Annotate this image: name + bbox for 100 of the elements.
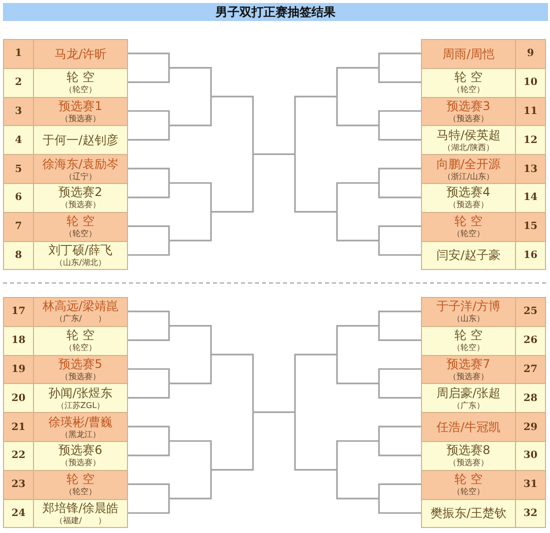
player-names: 预选赛1 — [58, 98, 102, 113]
player-names: 预选赛5 — [58, 356, 102, 371]
bracket-line — [378, 168, 421, 183]
bracket-line — [169, 96, 212, 126]
draw-entry — [3, 498, 128, 528]
bracket-line — [378, 125, 421, 141]
team-affiliation: （浙江/山东） — [443, 170, 494, 182]
team-affiliation: （轮空） — [452, 228, 484, 240]
bracket-line — [336, 470, 379, 500]
player-names: 马特/侯英超 — [436, 128, 501, 142]
team-affiliation: （广东） — [452, 400, 484, 411]
draw-entry — [421, 470, 546, 500]
team-affiliation: （山东） — [452, 313, 484, 324]
player-names: 预选赛8 — [446, 443, 490, 458]
team-affiliation: （轮空） — [452, 486, 484, 498]
bracket-line — [378, 240, 421, 256]
draw-entry — [421, 240, 546, 270]
player-names: 周雨/周恺 — [442, 46, 495, 61]
team-affiliation: （预选赛） — [60, 199, 100, 210]
draw-entry — [3, 354, 128, 384]
draw-entry — [421, 412, 546, 442]
player-names: 徐瑛彬/曹巍 — [48, 414, 113, 429]
seed-number: 24 — [4, 500, 34, 528]
bracket-line — [253, 153, 274, 155]
bracket-line — [294, 154, 337, 213]
bracket-line — [378, 441, 421, 456]
draw-entry — [421, 39, 546, 69]
draw-entry — [3, 154, 128, 184]
bracket-line — [128, 183, 170, 198]
bracket-line — [128, 326, 170, 341]
player-names: 孙闻/张煜东 — [48, 386, 113, 400]
draw-entry — [3, 326, 128, 356]
draw-entry — [421, 441, 546, 471]
bracket-line — [378, 483, 421, 499]
bracket-line — [378, 310, 421, 326]
bracket-line — [211, 412, 254, 471]
player-names: 周启豪/张超 — [436, 386, 501, 400]
player-names: 轮 空 — [454, 70, 482, 84]
bracket-line — [169, 67, 212, 97]
player-names: 樊振东/王楚钦 — [430, 506, 507, 520]
team-affiliation: （预选赛） — [448, 370, 488, 382]
draw-entry — [421, 498, 546, 528]
player-names: 于子洋/方博 — [436, 299, 501, 314]
team-affiliation: （湖北/陕西） — [443, 142, 494, 153]
bracket-line — [378, 110, 421, 126]
seed-number: 32 — [515, 500, 545, 528]
bracket-line — [294, 354, 337, 412]
draw-entry — [3, 383, 128, 414]
bracket-line — [211, 154, 254, 213]
bracket-line — [128, 498, 170, 514]
bracket-line — [336, 67, 379, 97]
bracket-line — [128, 483, 170, 499]
draw-entry — [421, 125, 546, 156]
draw-entry — [421, 96, 546, 126]
draw-entry — [3, 39, 128, 69]
player-names: 马龙/许昕 — [54, 46, 107, 61]
team-affiliation: （辽宁） — [64, 170, 96, 182]
player-names: 轮 空 — [66, 70, 94, 84]
draw-entry — [421, 297, 546, 327]
bracket-line — [128, 426, 170, 441]
player-names: 轮 空 — [66, 472, 94, 486]
seed-number: 8 — [4, 242, 34, 270]
team-affiliation: （江苏ZGL） — [56, 400, 105, 411]
bracket-line — [253, 411, 274, 413]
bracket-line — [128, 68, 170, 83]
player-names: 于何一/赵钊彦 — [42, 133, 119, 148]
draw-entry — [3, 96, 128, 126]
team-affiliation: （轮空） — [64, 84, 96, 96]
bracket-line — [336, 212, 379, 242]
bracket-line — [128, 441, 170, 456]
player-names: 预选赛7 — [446, 356, 490, 371]
bracket-line — [128, 310, 170, 326]
bracket-line — [378, 426, 421, 441]
player-names: 预选赛4 — [446, 185, 490, 200]
seed-number: 16 — [515, 242, 545, 270]
bracket-line — [274, 411, 295, 413]
draw-entry — [3, 441, 128, 471]
bracket-line — [128, 225, 170, 241]
bracket-line — [274, 153, 295, 155]
player-names: 预选赛2 — [58, 185, 102, 200]
draw-entry — [421, 183, 546, 213]
bracket-line — [169, 440, 212, 470]
draw-entry — [3, 470, 128, 500]
player-names: 闫安/赵子豪 — [436, 248, 501, 262]
player-names: 轮 空 — [454, 214, 482, 228]
bracket-line — [378, 68, 421, 83]
bracket-line — [294, 412, 337, 471]
team-affiliation: （黑龙江） — [60, 428, 100, 440]
title-banner: 男子双打正赛抽签结果 — [3, 3, 548, 21]
bracket-line — [128, 125, 170, 141]
bracket-line — [169, 354, 212, 384]
bracket-line — [378, 225, 421, 241]
draw-entry — [3, 412, 128, 442]
bracket-line — [378, 183, 421, 198]
team-affiliation: （山东/湖北） — [55, 256, 106, 268]
team-affiliation: （轮空） — [452, 342, 484, 354]
draw-entry — [3, 297, 128, 327]
draw-entry — [421, 383, 546, 414]
bracket-line — [169, 212, 212, 242]
team-affiliation: （预选赛） — [60, 457, 100, 468]
